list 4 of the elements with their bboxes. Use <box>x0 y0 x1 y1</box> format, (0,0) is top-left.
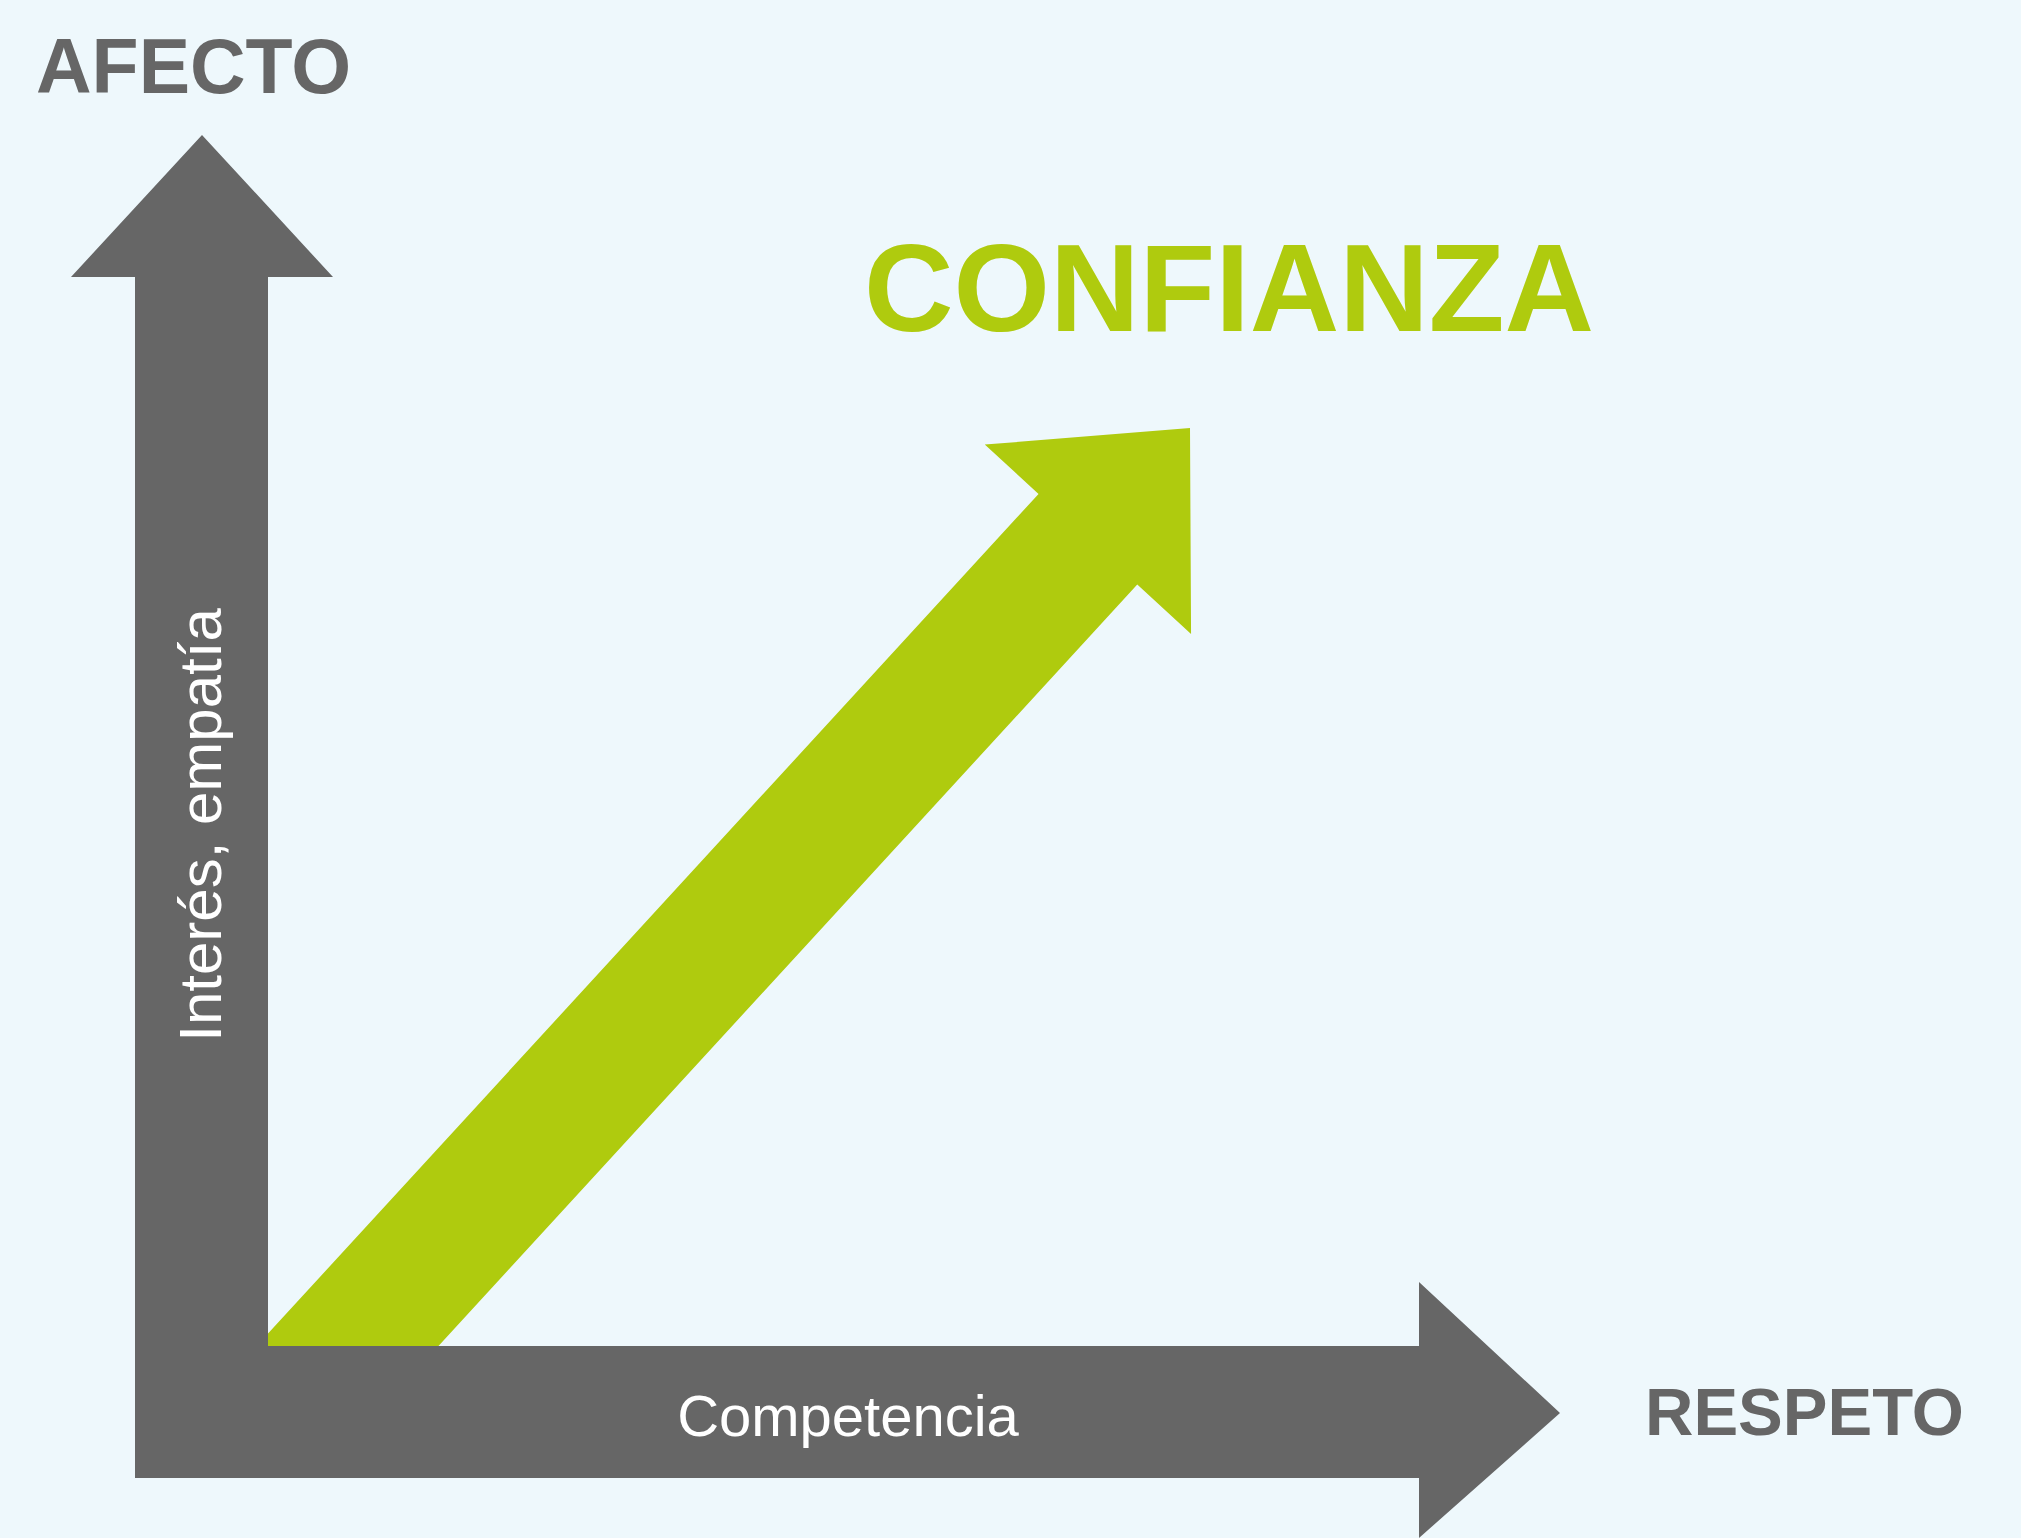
axis-title: AFECTO <box>36 28 352 105</box>
axis-title: RESPETO <box>1645 1378 1964 1445</box>
axis-label: Interés, empatía <box>171 608 231 1042</box>
heading: CONFIANZA <box>844 226 1614 428</box>
